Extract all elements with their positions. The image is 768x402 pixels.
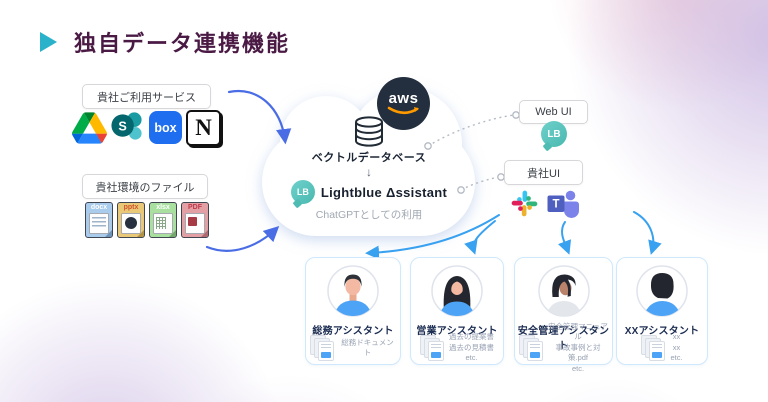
assistant-card-xx: XXアシスタント xx xx etc.: [616, 257, 708, 365]
assistant-title: 安全管理アシスタント: [517, 326, 610, 352]
aws-smile-icon: [387, 106, 419, 115]
assistant-docs-text: 安全管理マニュアル 事故事例と対策.pdf etc.: [548, 321, 608, 373]
web-ui-label: Web UI: [535, 106, 572, 118]
notion-icon: N: [186, 109, 221, 146]
pdf-file-icon: PDF: [181, 202, 209, 238]
assistant-card-somu: 総務アシスタント 総務ドキュメント: [305, 257, 401, 365]
avatar-male: [327, 265, 379, 317]
slide-title-row: 独自データ連携機能: [40, 26, 290, 58]
assistant-product-name: Lightblue Δssistant: [320, 184, 448, 200]
services-label: 貴社ご利用サービス: [97, 91, 196, 104]
lightblue-bubble-icon: LB: [541, 121, 567, 147]
docx-file-icon: docx: [85, 202, 113, 238]
down-arrow-icon: ↓: [366, 165, 372, 179]
service-icons-row: S box N: [72, 109, 221, 146]
svg-text:S: S: [118, 119, 126, 133]
title-bullet-triangle-icon: [40, 32, 57, 52]
assistant-card-anzen: 安全管理アシスタント 安全管理マニュアル 事故事例と対策.pdf etc.: [514, 257, 613, 373]
slack-icon: [510, 189, 539, 223]
database-icon: [355, 116, 383, 147]
services-label-box: 貴社ご利用サービス: [82, 84, 211, 109]
vector-db-label: ベクトルデータベース: [311, 152, 427, 164]
assistant-docs-text: 総務ドキュメント: [341, 337, 394, 358]
teams-icon: T: [546, 188, 580, 224]
svg-text:T: T: [552, 199, 559, 211]
files-label-box: 貴社環境のファイル: [82, 174, 208, 199]
lightblue-bubble-icon: LB: [290, 180, 315, 204]
assistant-product-subtitle: ChatGPTとしての利用: [315, 209, 423, 221]
web-ui-label-box: Web UI: [519, 100, 588, 124]
arrow-ui-to-card-3: [557, 221, 572, 255]
avatar-female-back-view: [636, 265, 688, 317]
cloud-content: ベクトルデータベース ↓ LB Lightblue Δssistant Chat…: [284, 116, 454, 222]
assistant-docs-text: 過去の提案書 過去の見積書 etc.: [449, 332, 494, 363]
assistant-title: 営業アシスタント: [416, 326, 498, 337]
xlsx-file-icon: xlsx: [149, 202, 177, 238]
arrow-files-to-cloud: [205, 225, 280, 252]
documents-stack-icon: [641, 335, 666, 361]
box-wordmark: box: [154, 120, 177, 135]
sharepoint-icon: S: [110, 110, 145, 145]
avatar-female-bob: [537, 265, 590, 317]
arrow-services-to-cloud: [227, 89, 292, 145]
arrow-ui-to-card-4: [633, 211, 662, 255]
files-label: 貴社環境のファイル: [95, 181, 195, 194]
page-title: 独自データ連携機能: [74, 31, 291, 56]
arrow-ui-to-card-2: [464, 220, 496, 255]
assistant-docs-text: xx xx etc.: [670, 332, 683, 363]
avatar-female-long-hair: [431, 265, 483, 317]
google-drive-icon: [72, 110, 107, 145]
box-icon: box: [148, 110, 183, 145]
pptx-file-icon: pptx: [117, 202, 145, 238]
documents-stack-icon: [420, 335, 445, 361]
notion-letter: N: [195, 114, 212, 140]
assistant-title: XXアシスタント: [624, 326, 700, 337]
company-ui-label-box: 貴社UI: [504, 160, 583, 185]
documents-stack-icon: [310, 335, 335, 361]
aws-logo: aws: [377, 77, 430, 130]
assistant-title: 総務アシスタント: [312, 326, 394, 337]
company-ui-label: 貴社UI: [527, 167, 560, 180]
assistant-card-eigyo: 営業アシスタント 過去の提案書 過去の見積書 etc.: [410, 257, 504, 365]
file-icons-row: docx pptx xlsx PDF: [85, 202, 209, 238]
documents-stack-icon: [519, 335, 544, 361]
